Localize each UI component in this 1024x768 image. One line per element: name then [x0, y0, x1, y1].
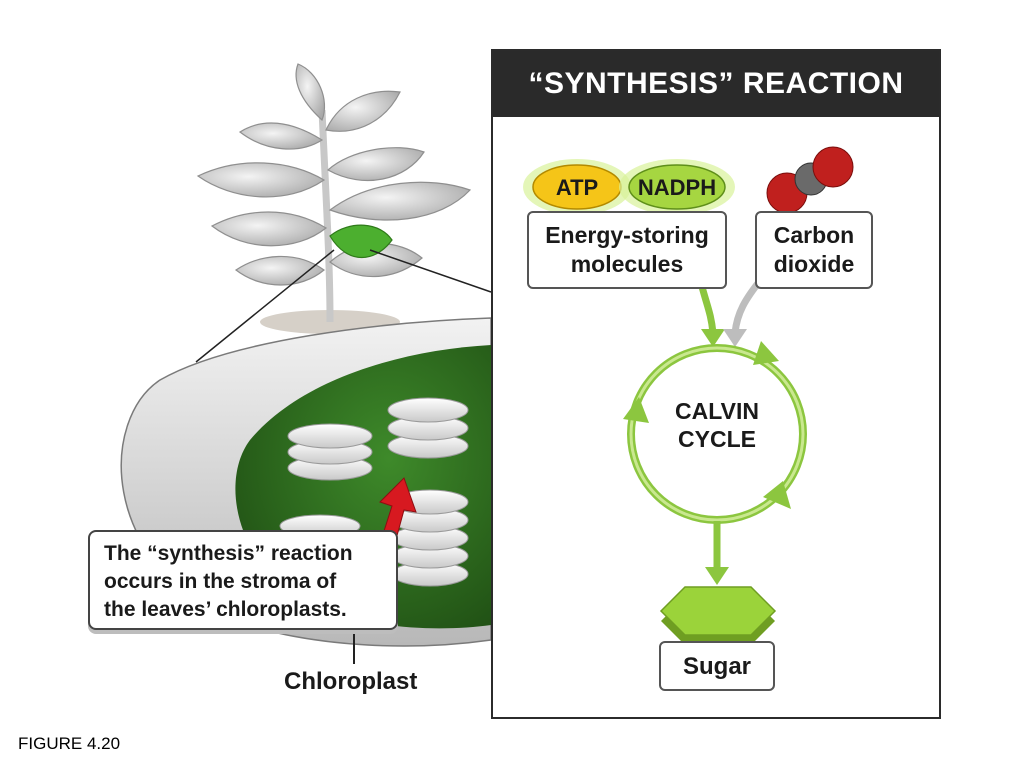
synthesis-reaction-panel: “SYNTHESIS” REACTION ATP NADPH [491, 49, 941, 719]
energy-storing-box: Energy-storing molecules [527, 211, 727, 289]
figure-caption: FIGURE 4.20 [18, 734, 121, 753]
cycle-arrowhead-right [763, 481, 791, 509]
sugar-molecule [659, 586, 777, 645]
zoom-line-left [195, 249, 335, 363]
nadph-label: NADPH [638, 175, 716, 200]
energy-input-arrowhead [701, 329, 725, 347]
chloroplast-label: Chloroplast [284, 668, 418, 695]
co2-box-line-1: Carbon [773, 222, 855, 248]
plant-leaves [196, 63, 472, 286]
zoom-line-right [369, 249, 492, 293]
atp-molecule: ATP [523, 159, 631, 215]
co2-input-arrowhead [723, 329, 747, 347]
callout-line-2: occurs in the stroma of [104, 570, 337, 593]
cycle-arrowhead-left [623, 397, 649, 423]
plant-stem [318, 109, 334, 323]
grana-stacks [279, 397, 469, 587]
cycle-label-line-2: CYCLE [678, 426, 756, 452]
atp-label: ATP [556, 175, 598, 200]
callout-line-3: the leaves’ chloroplasts. [104, 598, 347, 621]
cycle-arrowhead-top [753, 341, 779, 365]
panel-title: “SYNTHESIS” REACTION [493, 51, 939, 117]
cycle-label-line-1: CALVIN [675, 398, 759, 424]
stroma-callout: The “synthesis” reaction occurs in the s… [88, 530, 398, 630]
co2-box-line-2: dioxide [773, 251, 855, 277]
calvin-cycle-diagram: ATP NADPH CALVIN CYCLE [523, 146, 854, 645]
sugar-box: Sugar [659, 641, 775, 691]
carbon-dioxide-box: Carbon dioxide [755, 211, 873, 289]
highlighted-leaf [329, 224, 393, 259]
callout-line-1: The “synthesis” reaction [104, 542, 353, 565]
nadph-molecule: NADPH [619, 159, 735, 215]
co2-molecule [766, 146, 854, 214]
sugar-label: Sugar [682, 652, 751, 680]
energy-box-line-2: molecules [570, 251, 684, 277]
output-arrowhead [705, 567, 729, 585]
energy-box-line-1: Energy-storing [545, 222, 709, 248]
energy-input-arrow [697, 282, 717, 334]
